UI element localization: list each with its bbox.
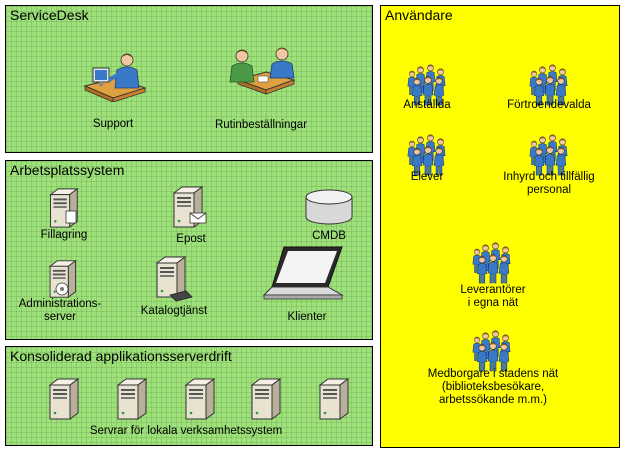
people-group-icon bbox=[527, 132, 571, 176]
panel-title: Arbetsplatssystem bbox=[10, 162, 125, 178]
katalogtjanst-label: Katalogtjänst bbox=[140, 305, 208, 317]
people-group-icon bbox=[470, 328, 514, 372]
elever-label: Elever bbox=[410, 171, 444, 183]
file-server-icon bbox=[50, 188, 78, 228]
support-label: Support bbox=[92, 118, 134, 130]
server-icon bbox=[117, 378, 147, 420]
panel-title: Användare bbox=[385, 7, 453, 23]
administrationsserver-label: Administrations- server bbox=[18, 298, 102, 323]
klienter-label: Klienter bbox=[287, 311, 327, 323]
server-icon bbox=[185, 378, 215, 420]
server-icon bbox=[49, 378, 79, 420]
inhyrd-label: Inhyrd och tillfällig personal bbox=[503, 171, 595, 196]
mail-server-icon bbox=[173, 186, 207, 228]
fillagring-label: Fillagring bbox=[40, 229, 88, 241]
server-icon bbox=[319, 378, 349, 420]
leverantorer-label: Leverantörer i egna nät bbox=[460, 284, 526, 309]
meeting-people-icon bbox=[229, 47, 296, 95]
servicedesk-panel: ServiceDesk Support Rutinbeställningar bbox=[5, 5, 373, 153]
database-icon bbox=[305, 189, 353, 225]
directory-server-icon bbox=[156, 256, 193, 302]
servers-label: Servrar för lokala verksamhetssystem bbox=[89, 425, 283, 437]
medborgare-label: Medborgare i stadens nät (biblioteksbesö… bbox=[427, 368, 559, 406]
epost-label: Epost bbox=[176, 233, 206, 245]
people-group-icon bbox=[405, 132, 449, 176]
fortroendevalda-label: Förtroendevalda bbox=[507, 99, 591, 111]
anstallda-label: Anställda bbox=[403, 99, 451, 111]
konsoliderad-panel: Konsoliderad applikationsserverdrift Ser… bbox=[5, 346, 373, 446]
cmdb-label: CMDB bbox=[312, 230, 346, 242]
panel-title: Konsoliderad applikationsserverdrift bbox=[10, 348, 232, 364]
server-icon bbox=[251, 378, 281, 420]
arbetsplatssystem-panel: Arbetsplatssystem Fillagring Epost CMDB … bbox=[5, 160, 373, 340]
admin-server-icon bbox=[49, 260, 77, 298]
anvandare-panel: Användare Anställda Förtroendevalda Elev… bbox=[380, 5, 620, 448]
rutinbestallningar-label: Rutinbeställningar bbox=[214, 119, 308, 131]
panel-title: ServiceDesk bbox=[10, 7, 89, 23]
laptop-icon bbox=[262, 246, 344, 300]
helpdesk-person-icon bbox=[83, 53, 147, 102]
people-group-icon bbox=[470, 240, 514, 284]
